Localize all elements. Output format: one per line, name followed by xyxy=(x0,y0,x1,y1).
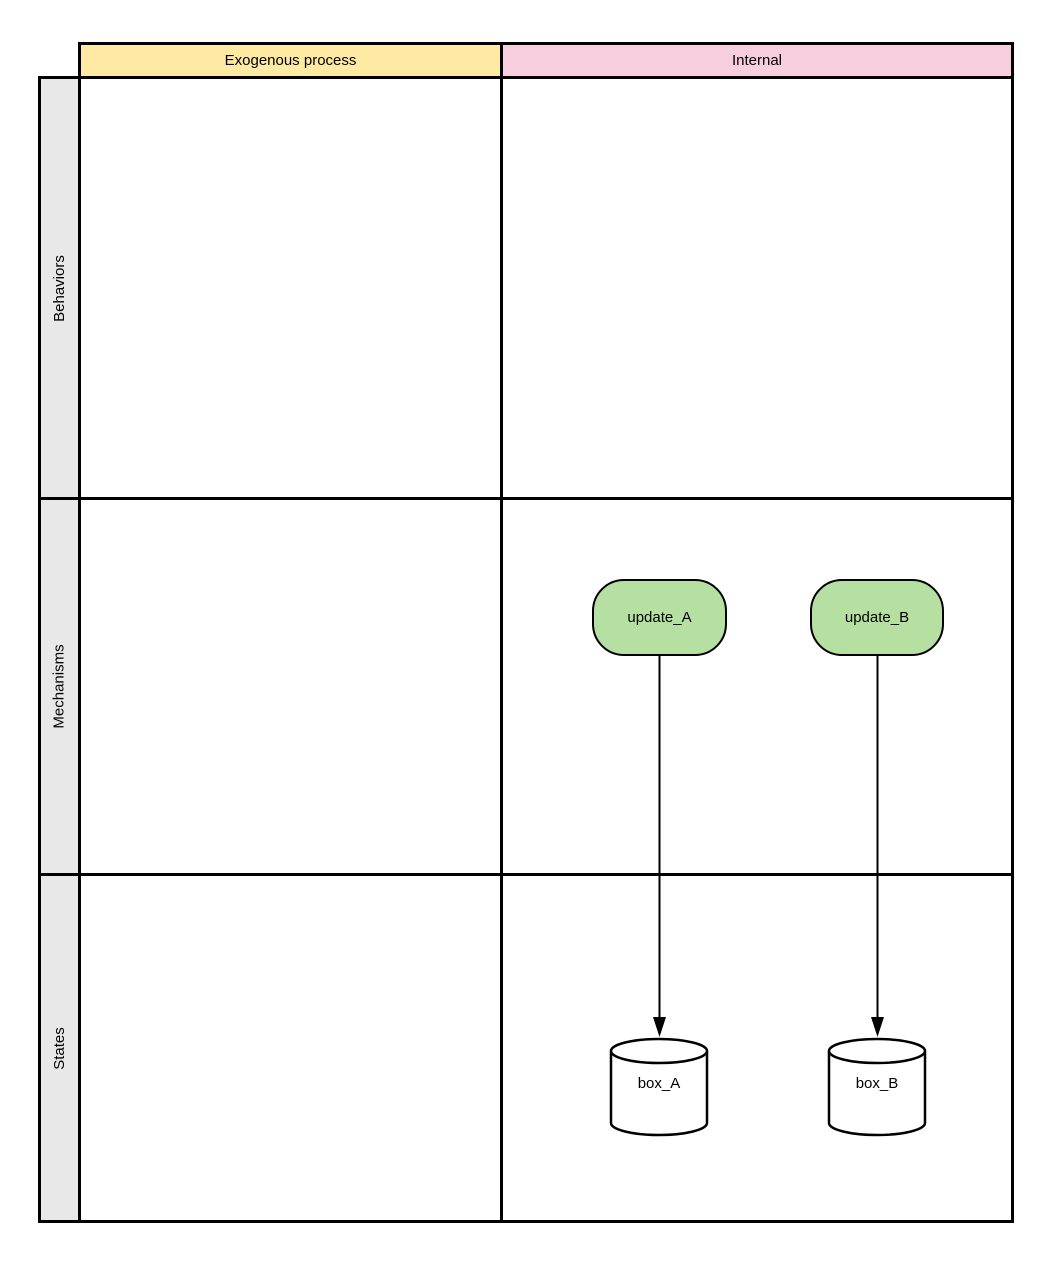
node-update-a: update_A xyxy=(592,579,727,656)
node-update-b: update_B xyxy=(810,579,944,656)
column-header-internal-label: Internal xyxy=(731,52,783,69)
cell-mechanisms-internal xyxy=(500,497,1014,876)
cell-states-internal xyxy=(500,873,1014,1223)
cell-behaviors-internal xyxy=(500,76,1014,500)
row-header-behaviors-label: Behaviors xyxy=(51,254,69,322)
node-box-b: box_B xyxy=(827,1037,927,1137)
row-header-mechanisms-label: Mechanisms xyxy=(51,644,69,729)
cylinder-icon xyxy=(609,1037,709,1137)
cylinder-icon xyxy=(827,1037,927,1137)
row-header-states: States xyxy=(38,873,81,1223)
cell-behaviors-exogenous xyxy=(78,76,503,500)
row-header-states-label: States xyxy=(51,1026,68,1070)
column-header-internal: Internal xyxy=(500,42,1014,79)
row-header-mechanisms: Mechanisms xyxy=(38,497,81,876)
cell-mechanisms-exogenous xyxy=(78,497,503,876)
node-box-b-label: box_B xyxy=(855,1075,899,1092)
node-update-b-label: update_B xyxy=(844,609,910,626)
row-header-behaviors: Behaviors xyxy=(38,76,81,500)
node-box-a-label: box_A xyxy=(637,1075,681,1092)
cell-states-exogenous xyxy=(78,873,503,1223)
node-update-a-label: update_A xyxy=(627,609,692,626)
column-header-exogenous-process: Exogenous process xyxy=(78,42,503,79)
node-box-a: box_A xyxy=(609,1037,709,1137)
column-header-exogenous-process-label: Exogenous process xyxy=(224,52,357,69)
